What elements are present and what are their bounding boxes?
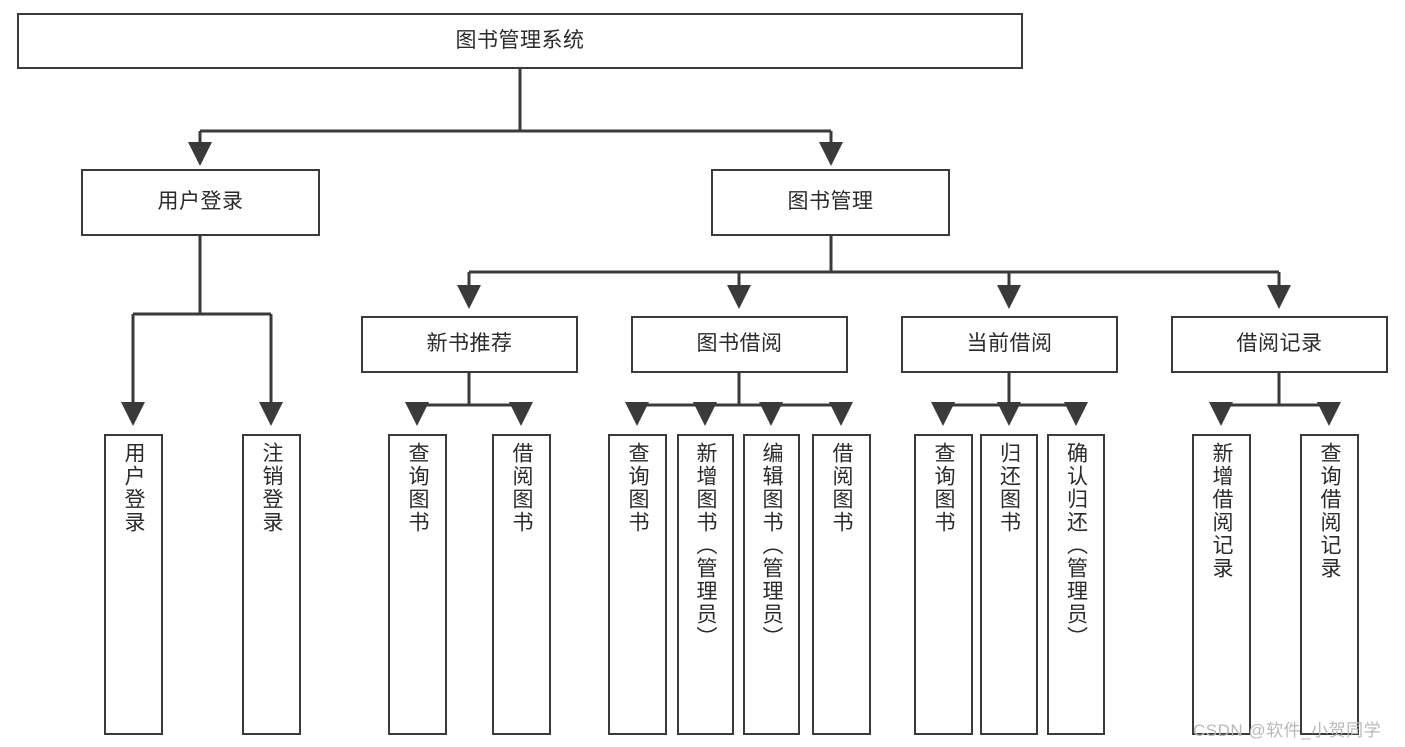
node-borrow-records[interactable]: 借阅记录: [1171, 316, 1388, 373]
leaf-query-book-borrow[interactable]: 查询图书: [608, 434, 667, 735]
leaf-add-book-admin[interactable]: 新增图书（管理员）: [677, 434, 734, 735]
node-book-management[interactable]: 图书管理: [711, 169, 950, 236]
node-label: 确认归还（管理员）: [1064, 442, 1088, 649]
node-label: 图书借阅: [696, 332, 783, 356]
leaf-query-book-recommend[interactable]: 查询图书: [388, 434, 447, 735]
node-label: 新书推荐: [426, 332, 513, 356]
node-label: 用户登录: [122, 442, 145, 534]
leaf-confirm-return-admin[interactable]: 确认归还（管理员）: [1047, 434, 1105, 735]
leaf-borrow-book[interactable]: 借阅图书: [812, 434, 871, 735]
node-user-login[interactable]: 用户登录: [81, 169, 320, 236]
node-label: 查询图书: [406, 442, 429, 534]
node-label: 图书管理: [787, 190, 874, 214]
node-label: 用户登录: [157, 190, 244, 214]
leaf-edit-book-admin[interactable]: 编辑图书（管理员）: [743, 434, 800, 735]
node-label: 借阅图书: [510, 442, 533, 534]
node-label: 借阅图书: [830, 442, 853, 534]
leaf-query-borrow-record[interactable]: 查询借阅记录: [1300, 434, 1359, 735]
leaf-query-book-current[interactable]: 查询图书: [914, 434, 973, 735]
leaf-logout[interactable]: 注销登录: [242, 434, 301, 735]
leaf-return-book[interactable]: 归还图书: [980, 434, 1038, 735]
node-book-borrow[interactable]: 图书借阅: [631, 316, 848, 373]
node-label: 当前借阅: [966, 332, 1053, 356]
leaf-user-login[interactable]: 用户登录: [104, 434, 163, 735]
node-label: 查询借阅记录: [1318, 442, 1341, 580]
node-label: 归还图书: [997, 442, 1021, 534]
node-label: 查询图书: [932, 442, 955, 534]
csdn-watermark: CSDN @软件_小贺同学: [1193, 721, 1382, 740]
node-label: 查询图书: [626, 442, 649, 534]
node-label: 新增借阅记录: [1210, 442, 1233, 580]
leaf-borrow-book-recommend[interactable]: 借阅图书: [492, 434, 551, 735]
node-root-system[interactable]: 图书管理系统: [17, 13, 1023, 69]
node-current-borrow[interactable]: 当前借阅: [901, 316, 1118, 373]
node-new-book-recommend[interactable]: 新书推荐: [361, 316, 578, 373]
node-label: 编辑图书（管理员）: [760, 442, 783, 649]
leaf-add-borrow-record[interactable]: 新增借阅记录: [1192, 434, 1251, 735]
node-label: 注销登录: [260, 442, 283, 534]
node-label: 新增图书（管理员）: [694, 442, 717, 649]
node-label: 借阅记录: [1236, 332, 1323, 356]
node-label: 图书管理系统: [455, 28, 585, 52]
